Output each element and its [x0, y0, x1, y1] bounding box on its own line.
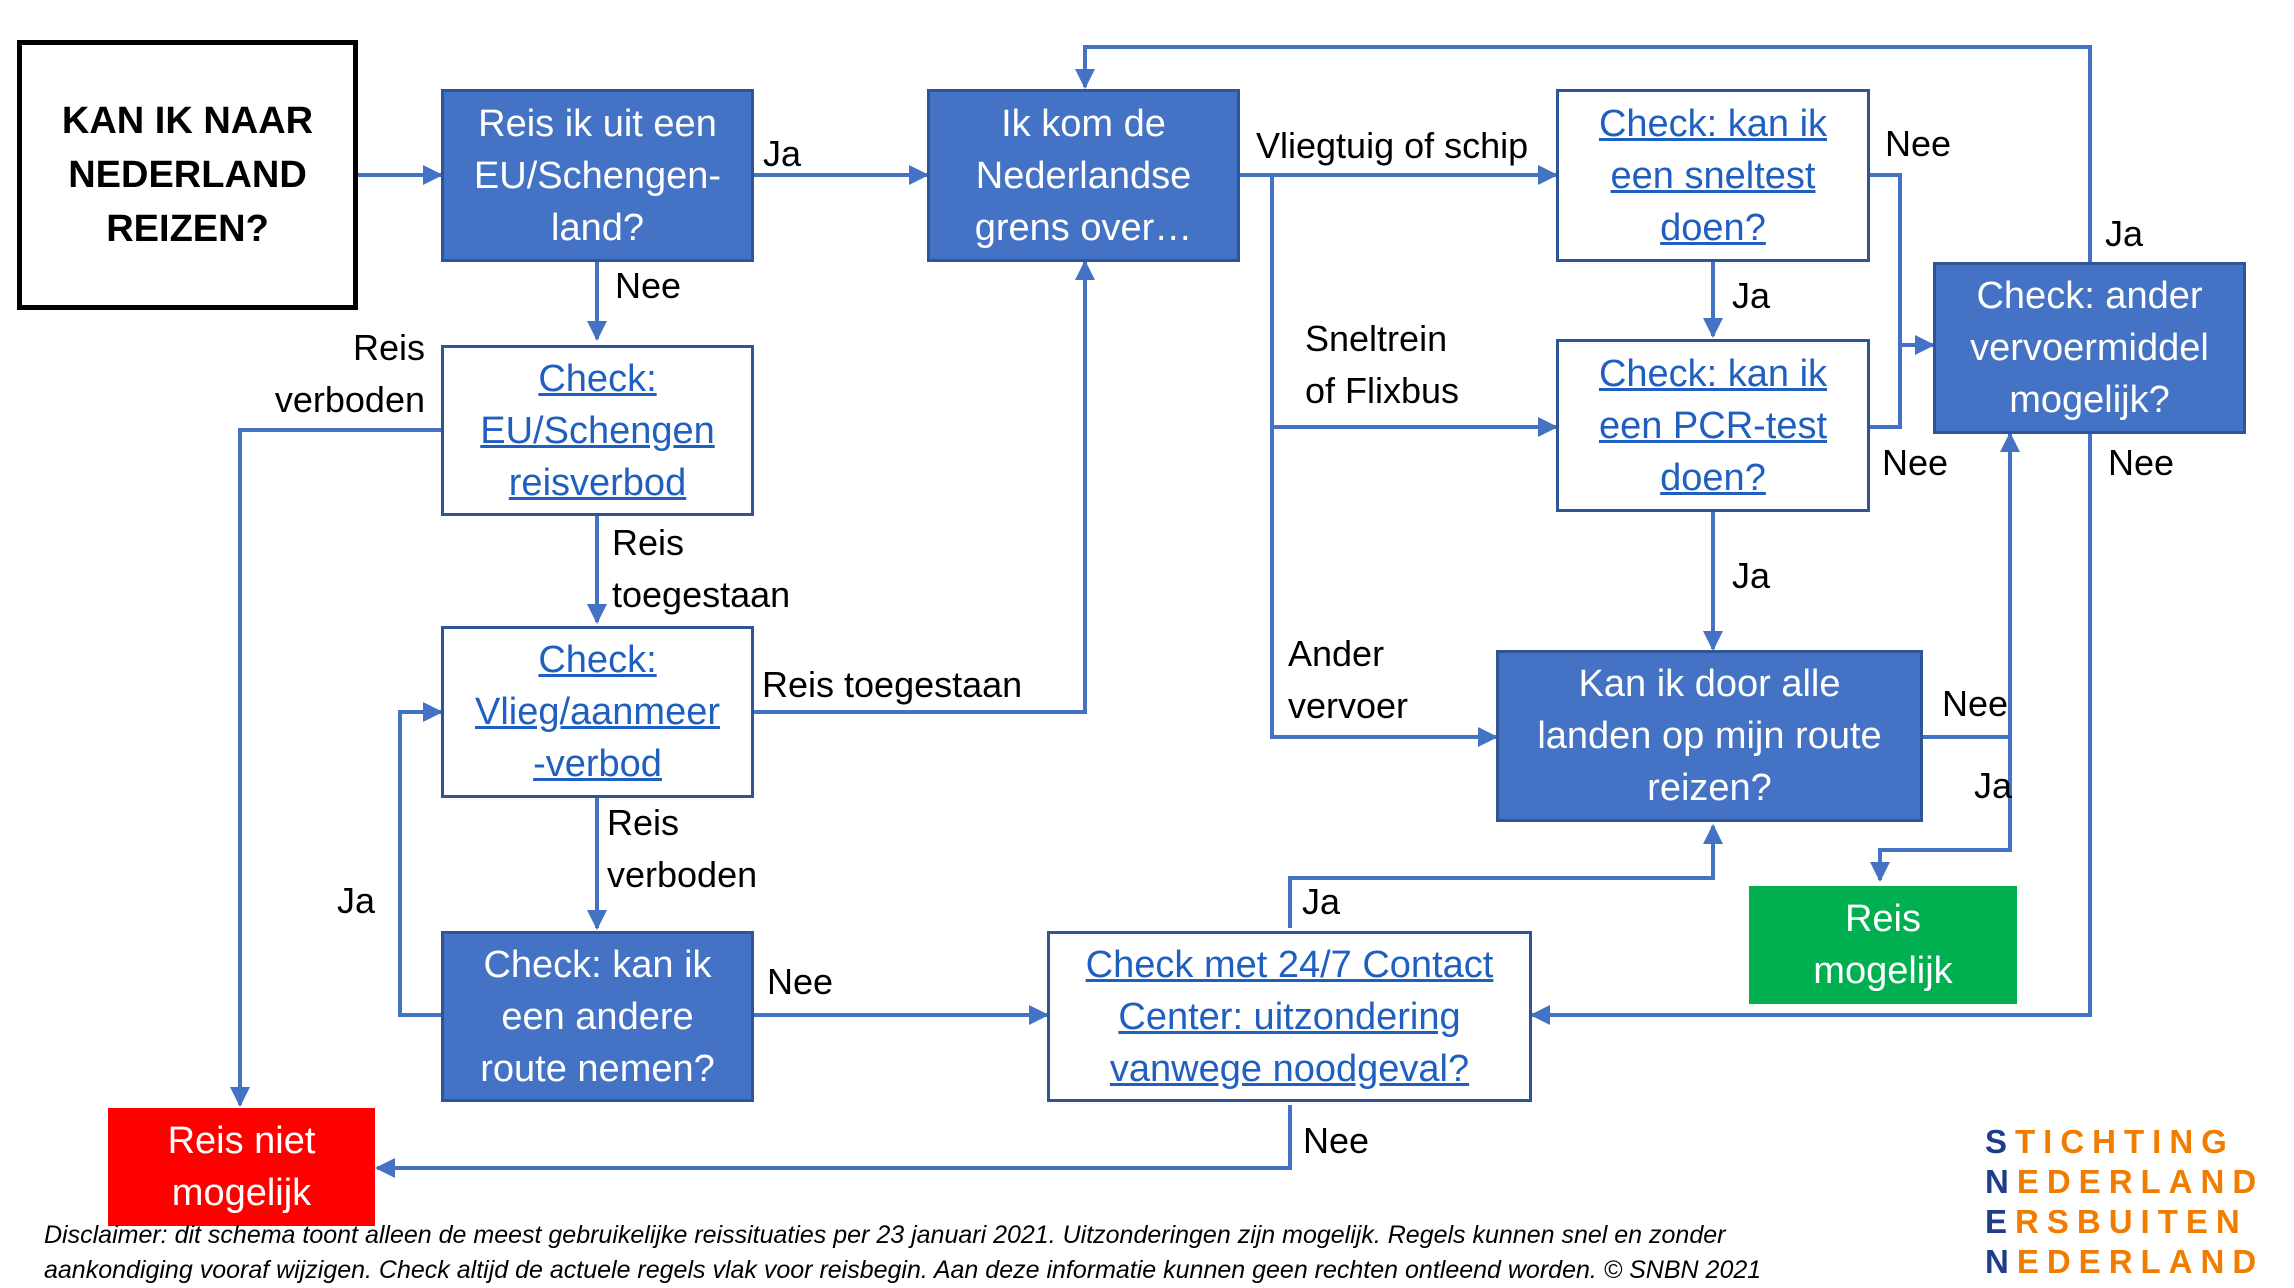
- arrow-pcr-nee-to-vervoer: [1870, 345, 1902, 429]
- label-nee-pcr: Nee: [1882, 442, 1949, 483]
- label-reis-verboden-1: Reis verboden: [274, 327, 425, 420]
- contact-center-link[interactable]: Check met 24/7 Contact Center: uitzonder…: [1047, 931, 1532, 1102]
- snbn-logo: STICHTING NEDERLAND ERSBUITEN NEDERLAND: [1985, 1122, 2264, 1282]
- label-ja-route: Ja: [337, 880, 376, 921]
- label-reis-toegestaan-2: Reis toegestaan: [762, 664, 1023, 705]
- arrow-contact-ja-to-landen: [1288, 824, 1723, 928]
- label-reis-verboden-2: Reis verboden: [607, 802, 758, 895]
- arrow-vervoer-ja-to-grens: [1075, 45, 2092, 262]
- label-ja-vervoer: Ja: [2105, 213, 2144, 254]
- arrow-vervoer-nee-to-contact: [1530, 430, 2092, 1025]
- label-nee-landen: Nee: [1942, 683, 2009, 724]
- arrow-landen-ja-to-reis-mogelijk: [1870, 737, 2012, 882]
- arrow-grens-to-landen: [1270, 427, 1498, 747]
- reis-niet-mogelijk-box: Reis niet mogelijk: [108, 1108, 375, 1226]
- label-nee-eu: Nee: [615, 265, 682, 306]
- arrow-route-ja-to-vliegverbod: [398, 702, 443, 1017]
- check-andere-route-box: Check: kan ik een andere route nemen?: [441, 931, 754, 1102]
- check-reisverbod-link[interactable]: Check: EU/Schengen reisverbod: [441, 345, 754, 516]
- label-nee-route: Nee: [767, 961, 834, 1002]
- label-sneltrein-flixbus: Sneltrein of Flixbus: [1305, 318, 1460, 411]
- landen-route-question: Kan ik door alle landen op mijn route re…: [1496, 650, 1923, 822]
- label-ander-vervoer: Ander vervoer: [1288, 633, 1409, 726]
- check-pcr-test-link[interactable]: Check: kan ik een PCR-test doen?: [1556, 339, 1870, 512]
- check-ander-vervoermiddel-box: Check: ander vervoermiddel mogelijk?: [1933, 262, 2246, 434]
- arrow-vliegverbod-to-grens: [754, 260, 1095, 714]
- label-ja-eu: Ja: [763, 133, 802, 174]
- label-vliegtuig-of-schip: Vliegtuig of schip: [1256, 125, 1529, 166]
- grens-over-box: Ik kom de Nederlandse grens over…: [927, 89, 1240, 262]
- label-nee-contact: Nee: [1303, 1120, 1370, 1161]
- label-ja-landen: Ja: [1974, 765, 2013, 806]
- check-vliegverbod-link[interactable]: Check: Vlieg/aanmeer -verbod: [441, 626, 754, 798]
- title-box: KAN IK NAAR NEDERLAND REIZEN?: [17, 40, 358, 310]
- logo-line-2: NEDERLAND: [1985, 1163, 2265, 1200]
- check-sneltest-link[interactable]: Check: kan ik een sneltest doen?: [1556, 89, 1870, 262]
- label-ja-pcr: Ja: [1732, 555, 1771, 596]
- label-ja-contact: Ja: [1302, 881, 1341, 922]
- logo-line-1: STICHTING: [1985, 1123, 2235, 1160]
- arrow-reisverbod-to-reis-niet: [230, 428, 441, 1107]
- label-reis-toegestaan-1: Reis toegestaan: [612, 522, 791, 615]
- arrow-contact-nee-to-reis-niet: [375, 1105, 1292, 1178]
- eu-schengen-question: Reis ik uit een EU/Schengen- land?: [441, 89, 754, 262]
- arrow-sneltest-nee-to-vervoer: [1870, 173, 1935, 355]
- label-nee-sneltest: Nee: [1885, 123, 1952, 164]
- reis-mogelijk-box: Reis mogelijk: [1749, 886, 2017, 1004]
- disclaimer-text: Disclaimer: dit schema toont alleen de m…: [44, 1221, 1762, 1284]
- label-ja-sneltest: Ja: [1732, 275, 1771, 316]
- logo-line-3: ERSBUITEN: [1985, 1203, 2248, 1240]
- logo-line-4: NEDERLAND: [1985, 1243, 2265, 1280]
- label-nee-vervoer: Nee: [2108, 442, 2175, 483]
